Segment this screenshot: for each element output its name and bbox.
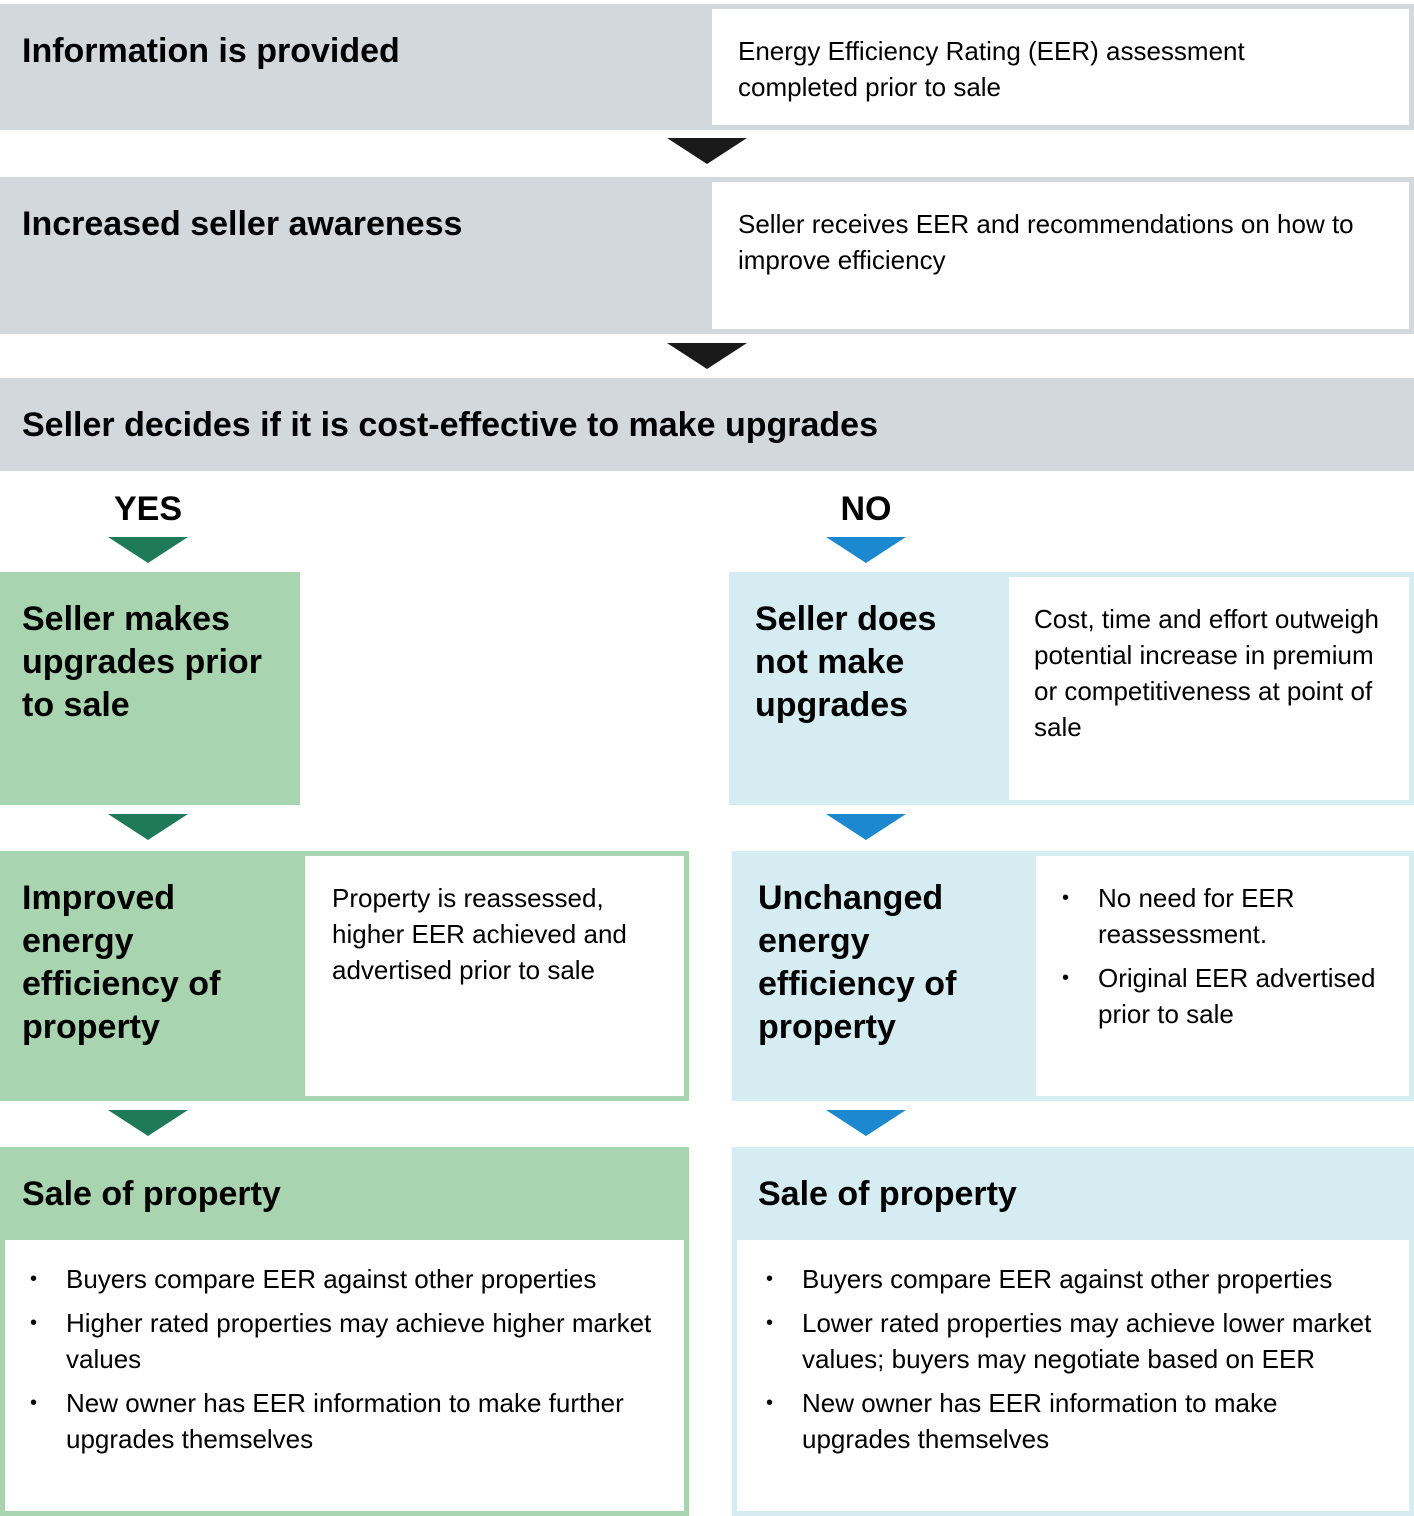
- yes-outcome-desc: Property is reassessed, higher EER achie…: [332, 883, 627, 985]
- no-sale-header: [732, 1147, 1414, 1240]
- arrow-down-icon: [667, 138, 747, 164]
- no-outcome-title: Unchanged energy efficiency of property: [758, 879, 957, 1046]
- step2-title: Increased seller awareness: [22, 205, 463, 243]
- list-item: New owner has EER information to make up…: [766, 1385, 1391, 1457]
- list-item: New owner has EER information to make fu…: [30, 1385, 660, 1457]
- arrow-down-icon: [826, 814, 906, 840]
- arrow-down-icon: [667, 343, 747, 369]
- step2-desc-box: [707, 177, 1414, 334]
- yes-label: YES: [113, 490, 183, 528]
- decision-title: Seller decides if it is cost-effective t…: [22, 406, 878, 444]
- list-item: Buyers compare EER against other propert…: [766, 1261, 1391, 1297]
- no-action-desc: Cost, time and effort outweigh potential…: [1034, 604, 1379, 742]
- list-item: Higher rated properties may achieve high…: [30, 1305, 660, 1377]
- no-sale-title: Sale of property: [758, 1175, 1017, 1213]
- yes-action-panel: [0, 572, 300, 805]
- yes-sale-bullets: Buyers compare EER against other propert…: [30, 1261, 660, 1457]
- list-item: Buyers compare EER against other propert…: [30, 1261, 660, 1297]
- list-item: Original EER advertised prior to sale: [1062, 960, 1382, 1032]
- arrow-down-icon: [108, 1110, 188, 1136]
- yes-sale-title: Sale of property: [22, 1175, 281, 1213]
- arrow-down-icon: [108, 537, 188, 563]
- no-outcome-bullets: No need for EER reassessment. Original E…: [1062, 880, 1382, 1032]
- yes-action-title: Seller makes upgrades prior to sale: [22, 600, 262, 724]
- no-label: NO: [840, 490, 892, 528]
- step1-desc-box: [707, 4, 1414, 130]
- step1-desc: Energy Efficiency Rating (EER) assessmen…: [738, 36, 1245, 102]
- step2-desc: Seller receives EER and recommendations …: [738, 209, 1354, 275]
- arrow-down-icon: [108, 814, 188, 840]
- list-item: Lower rated properties may achieve lower…: [766, 1305, 1391, 1377]
- no-action-title: Seller does not make upgrades: [755, 600, 937, 724]
- decision-panel: [0, 378, 1414, 471]
- yes-outcome-title: Improved energy efficiency of property: [22, 879, 221, 1046]
- step1-title: Information is provided: [22, 32, 400, 70]
- no-sale-bullets: Buyers compare EER against other propert…: [766, 1261, 1391, 1457]
- arrow-down-icon: [826, 537, 906, 563]
- list-item: No need for EER reassessment.: [1062, 880, 1382, 952]
- yes-outcome-desc-box: [300, 851, 689, 1101]
- yes-sale-header: [0, 1147, 689, 1240]
- no-action-desc-box: [1004, 572, 1414, 805]
- arrow-down-icon: [826, 1110, 906, 1136]
